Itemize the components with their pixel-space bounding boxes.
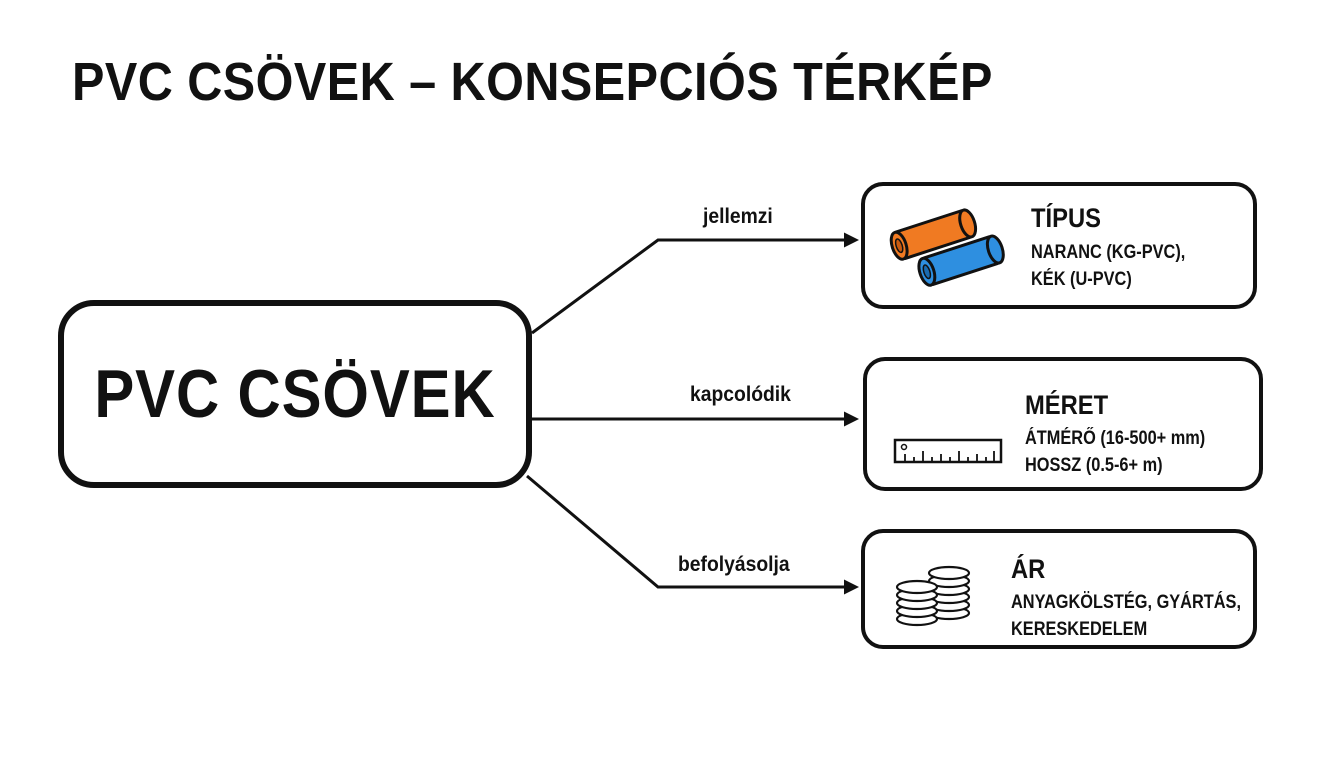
edge-label-price: befolyásolja bbox=[678, 553, 790, 576]
page-title: PVC CSÖVEK – KONSEPCIÓS TÉRKÉP bbox=[72, 52, 993, 112]
node-type: TÍPUS NARANC (KG-PVC), KÉK (U-PVC) bbox=[861, 182, 1257, 309]
ruler-icon bbox=[893, 438, 1003, 464]
edge-label-type: jellemzi bbox=[703, 205, 773, 228]
node-price-line2: KERESKEDELEM bbox=[1011, 619, 1148, 640]
node-size-text: MÉRET ÁTMÉRŐ (16-500+ mm) HOSSZ (0.5-6+ … bbox=[1025, 389, 1235, 479]
node-type-heading: TÍPUS bbox=[1031, 203, 1101, 233]
coins-icon bbox=[895, 565, 971, 627]
node-size-line2: HOSSZ (0.5-6+ m) bbox=[1025, 455, 1163, 476]
central-node: PVC CSÖVEK bbox=[58, 300, 532, 488]
node-size-line1: ÁTMÉRŐ (16-500+ mm) bbox=[1025, 428, 1206, 449]
node-type-text: TÍPUS NARANC (KG-PVC), KÉK (U-PVC) bbox=[1031, 202, 1210, 293]
node-price-text: ÁR ANYAGKÖLSTÉG, GYÁRTÁS, KERESKEDELEM bbox=[1011, 553, 1278, 643]
edge-label-size: kapcolódik bbox=[690, 383, 791, 406]
node-price-heading: ÁR bbox=[1011, 554, 1046, 584]
node-size: MÉRET ÁTMÉRŐ (16-500+ mm) HOSSZ (0.5-6+ … bbox=[863, 357, 1263, 491]
pipes-icon bbox=[889, 208, 1005, 287]
node-type-line2: KÉK (U-PVC) bbox=[1031, 269, 1132, 290]
node-size-heading: MÉRET bbox=[1025, 390, 1109, 420]
edge-line-type bbox=[531, 232, 859, 335]
central-node-label: PVC CSÖVEK bbox=[94, 356, 496, 432]
node-type-line1: NARANC (KG-PVC), bbox=[1031, 242, 1186, 263]
node-price: ÁR ANYAGKÖLSTÉG, GYÁRTÁS, KERESKEDELEM bbox=[861, 529, 1257, 649]
node-price-line1: ANYAGKÖLSTÉG, GYÁRTÁS, bbox=[1011, 592, 1242, 613]
